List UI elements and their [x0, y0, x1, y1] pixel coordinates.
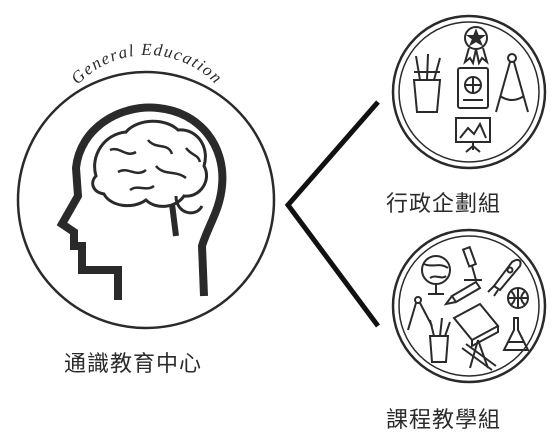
main-circle — [16, 70, 276, 330]
curriculum-node-label: 課程教學組 — [386, 408, 502, 433]
globe-icon — [421, 255, 451, 295]
admin-node-label: 行政企劃組 — [386, 192, 502, 217]
curriculum-circle — [391, 228, 547, 384]
flask-icon — [502, 317, 530, 351]
drafting-compass-icon — [407, 296, 433, 331]
compass-drafting-icon — [495, 53, 529, 113]
admin-node — [391, 14, 547, 170]
rocket-icon — [487, 258, 522, 297]
curriculum-node — [391, 228, 547, 384]
pencil-cup-icon — [412, 53, 442, 113]
ruler-compass-icon — [461, 339, 497, 371]
book-icon — [452, 302, 500, 348]
arc-text: General Education — [67, 40, 227, 88]
basketball-icon — [507, 287, 529, 309]
award-ribbon-icon — [463, 26, 489, 66]
passport-icon — [457, 67, 489, 109]
pencil-icon — [443, 280, 482, 306]
branch-connector — [284, 100, 381, 328]
admin-circle — [391, 14, 547, 170]
pencil-cup-icon — [428, 317, 451, 363]
main-node-label: 通識教育中心 — [64, 352, 203, 377]
presentation-board-icon — [455, 117, 491, 153]
microscope-icon — [461, 245, 482, 281]
brain-head-icon — [56, 103, 227, 300]
main-node: General Education — [16, 40, 276, 330]
